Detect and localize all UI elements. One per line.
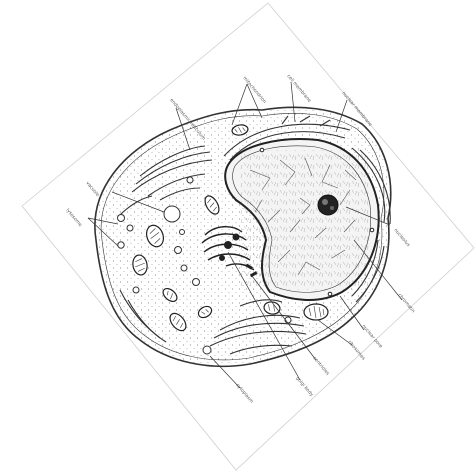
- label-cell-membrane: cell membrane: [285, 73, 312, 103]
- label-cytoplasm: cytoplasm: [234, 382, 254, 404]
- label-golgi-body: golgi body: [294, 375, 314, 397]
- label-nuclear-pore: nuclear pore: [360, 323, 383, 349]
- label-vacuole: vacuole: [84, 180, 100, 198]
- nuclear-pore: [328, 292, 332, 296]
- label-nucleolus: nucleolus: [392, 227, 411, 248]
- nuclear-pore: [370, 228, 374, 232]
- label-centrioles: centrioles: [311, 355, 330, 377]
- label-lysosome: lysosome: [64, 207, 83, 228]
- nucleus: [225, 139, 378, 300]
- nuclear-pore: [260, 148, 264, 152]
- nucleolus-shape: [318, 195, 338, 215]
